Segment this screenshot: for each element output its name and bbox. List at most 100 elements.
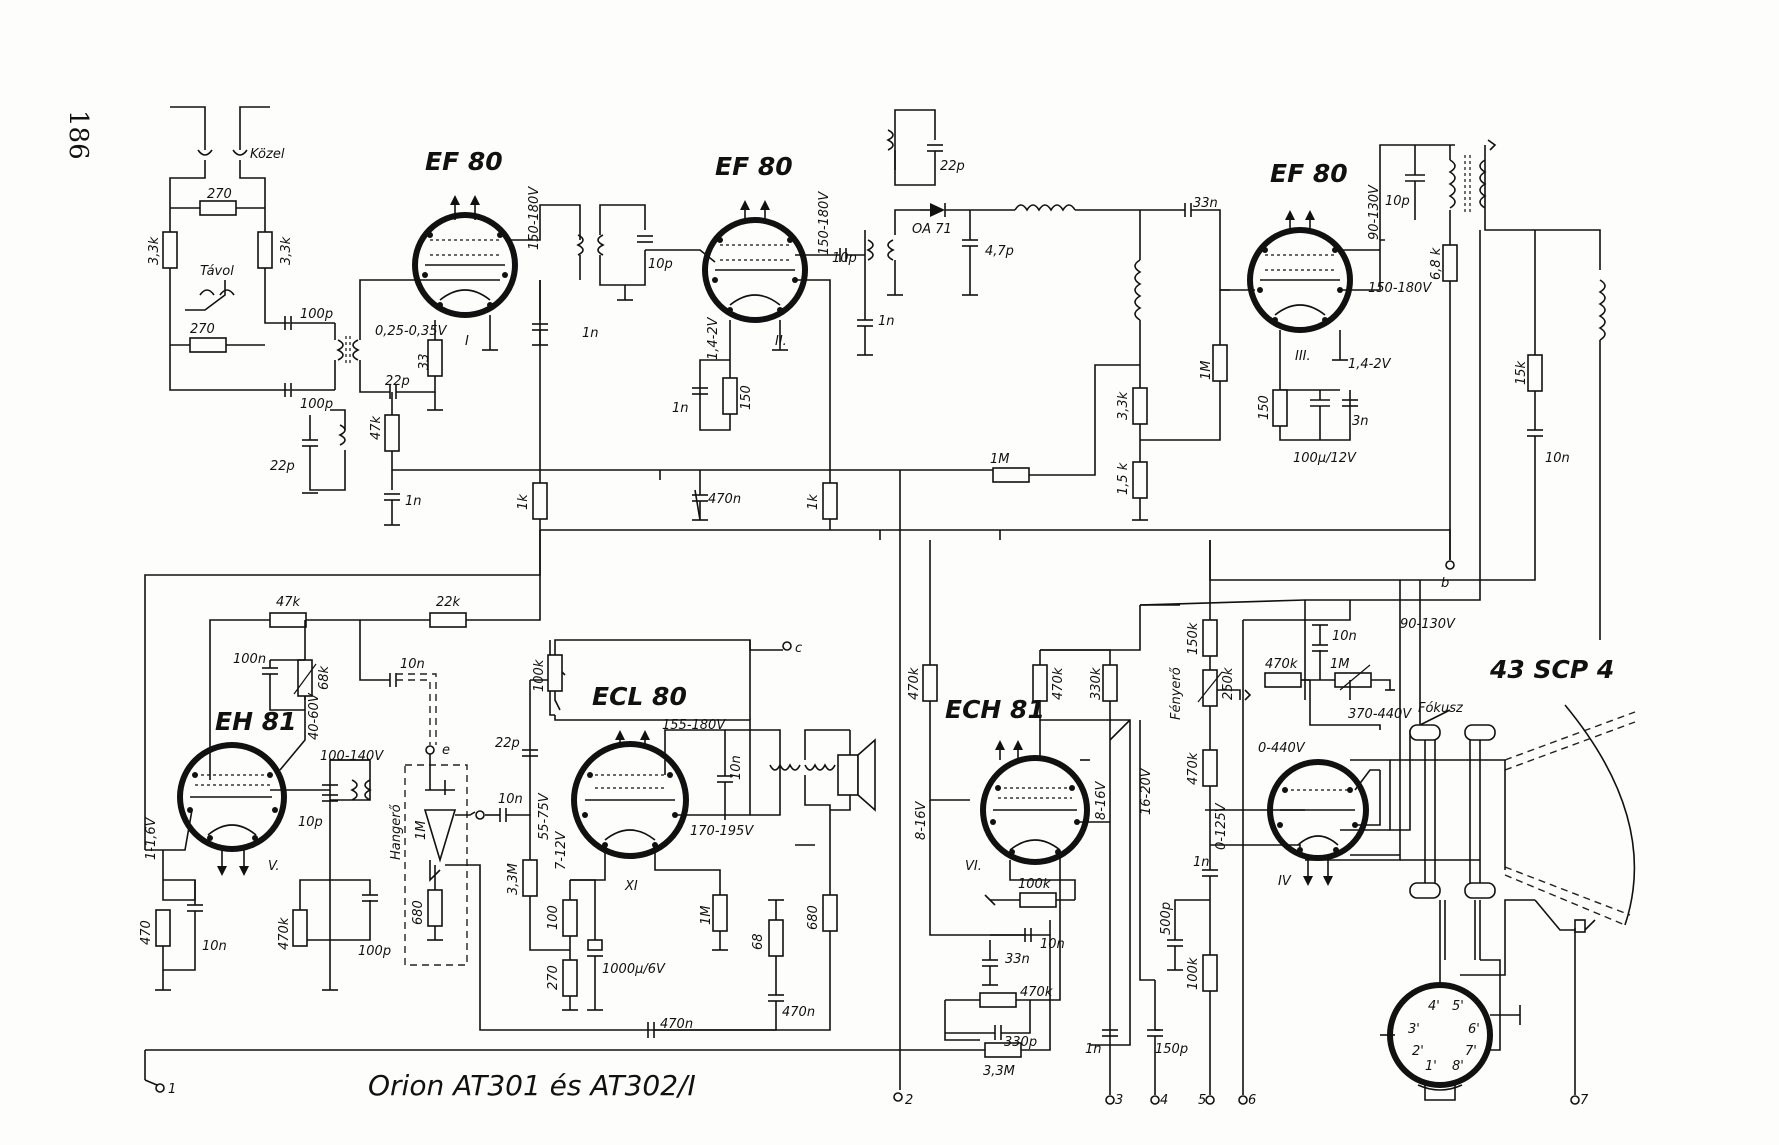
resistor-470 [155, 909, 171, 947]
resistor-3m3 [522, 859, 538, 897]
terminal-7: 7 [1580, 1093, 1589, 1108]
label-c470nb: 470n [782, 1005, 815, 1020]
diagram-title: Orion AT301 és AT302/I [368, 1069, 696, 1102]
connection-wires [999, 530, 1420, 651]
label-oa71: OA 71 [912, 222, 952, 237]
resistor-470k [979, 992, 1017, 1008]
label-r1md: 1M [699, 906, 714, 926]
label-v0125: 0-125V [1214, 802, 1229, 850]
antenna-input [162, 106, 1000, 526]
tube-4-section [145, 612, 467, 991]
label-v4060: 40-60V [307, 692, 322, 740]
label-v90a: 90-130V [1367, 184, 1382, 240]
label-c100pa: 100p [300, 307, 333, 322]
label-pin1: 1' [1425, 1059, 1437, 1074]
label-r1ka: 1k [516, 494, 531, 510]
label-v170: 170-195V [690, 824, 754, 839]
resistor-1m [712, 894, 728, 932]
labels: 186 Orion AT301 és AT302/I EF 80 I EF 80… [63, 110, 1614, 1108]
label-v150c: 150-180V [1368, 281, 1432, 296]
label-c47p: 4,7p [985, 244, 1014, 259]
tube-7-roman: IV [1278, 874, 1292, 889]
tube-3 [1247, 139, 1606, 640]
label-c33nb: 33n [1005, 952, 1030, 967]
label-v816a: 8-16V [914, 800, 929, 840]
label-v142b: 1,4-2V [1348, 357, 1392, 372]
label-c10ng: 10n [1332, 629, 1357, 644]
terminal-6: 6 [1248, 1093, 1256, 1108]
label-r100k: 100k [532, 659, 547, 692]
tube-1 [412, 195, 518, 351]
resistor-3k3 [1132, 387, 1148, 425]
label-v1620: 16-20V [1139, 767, 1154, 815]
label-r250k: 250k [1221, 667, 1236, 700]
label-v025: 0,25-0,35V [375, 324, 448, 339]
label-v55: 55-75V [537, 792, 552, 840]
tube-3-type: EF 80 [1270, 159, 1348, 188]
label-r470kc: 470k [1051, 667, 1066, 700]
label-hangero: Hangerő [389, 803, 404, 860]
label-r68kb: 68k [317, 665, 332, 690]
label-r470kd: 470k [1020, 985, 1053, 1000]
label-v142: 1,4-2V [706, 316, 721, 360]
interstage-1 [505, 204, 653, 530]
tube-2 [645, 200, 808, 431]
label-c3n: 3n [1352, 414, 1369, 429]
speaker-icon [837, 754, 859, 796]
label-c1nb: 1n [582, 326, 599, 341]
resistor-1k5 [1132, 461, 1148, 499]
resistor-47k [384, 414, 400, 452]
label-c1nc: 1n [672, 401, 689, 416]
page-number: 186 [63, 110, 93, 160]
resistor-270 [562, 959, 578, 997]
label-c10pc: 10p [1385, 194, 1410, 209]
resistor-470k [292, 909, 308, 947]
tube-5-type: ECL 80 [592, 682, 687, 711]
label-v116: 1-1,6V [144, 816, 159, 860]
focus-coil [1464, 724, 1496, 741]
label-r47k: 47k [369, 415, 384, 440]
resistor-68 [768, 919, 784, 957]
resistor-1m-pot [1334, 672, 1372, 688]
resistor-15k [1527, 354, 1543, 392]
tube-6-section [144, 540, 1163, 1105]
label-term-c: c [795, 641, 802, 656]
resistor-22k [429, 612, 467, 628]
label-r1mb: 1M [990, 452, 1010, 467]
label-r33kb: 3,3k [279, 236, 294, 265]
label-fokusz: Fókusz [1418, 701, 1464, 716]
label-r150b: 150 [1257, 395, 1272, 420]
label-r680b: 680 [806, 905, 821, 930]
label-r270c: 270 [546, 965, 561, 990]
label-r33m: 3,3M [506, 863, 521, 895]
label-r1kb: 1k [806, 494, 821, 510]
label-c330p: 330p [1004, 1035, 1037, 1050]
resistor-470k [1264, 672, 1302, 688]
label-kozel: Közel [250, 147, 285, 162]
label-r22k: 22k [436, 595, 461, 610]
label-c100u: 100μ/12V [1293, 451, 1357, 466]
label-r470kf: 470k [1265, 657, 1298, 672]
tube-2-type: EF 80 [715, 152, 793, 181]
label-r47kb: 47k [276, 595, 301, 610]
deflection-coil [1409, 882, 1441, 899]
tube-4-type: EH 81 [215, 707, 297, 736]
label-c22pb: 22p [270, 459, 295, 474]
resistor-250k-pot [1202, 669, 1218, 707]
label-pin3: 3' [1408, 1022, 1420, 1037]
crt-anode [1574, 919, 1586, 933]
volume-control [404, 754, 640, 1031]
terminal-4: 4 [1160, 1093, 1168, 1108]
label-c22pa: 22p [385, 374, 410, 389]
tube-5-section [485, 639, 876, 1038]
label-c100n: 100n [233, 652, 266, 667]
label-term-e: e [442, 743, 450, 758]
label-r100kb: 100k [1018, 877, 1051, 892]
label-tavol: Távol [200, 264, 234, 279]
deflection-coil [1464, 882, 1496, 899]
resistor-1m [1212, 344, 1228, 382]
label-r680: 680 [411, 900, 426, 925]
label-v0440: 0-440V [1258, 741, 1306, 756]
resistor-680 [427, 889, 443, 927]
label-r150kc: 150k [1186, 622, 1201, 655]
